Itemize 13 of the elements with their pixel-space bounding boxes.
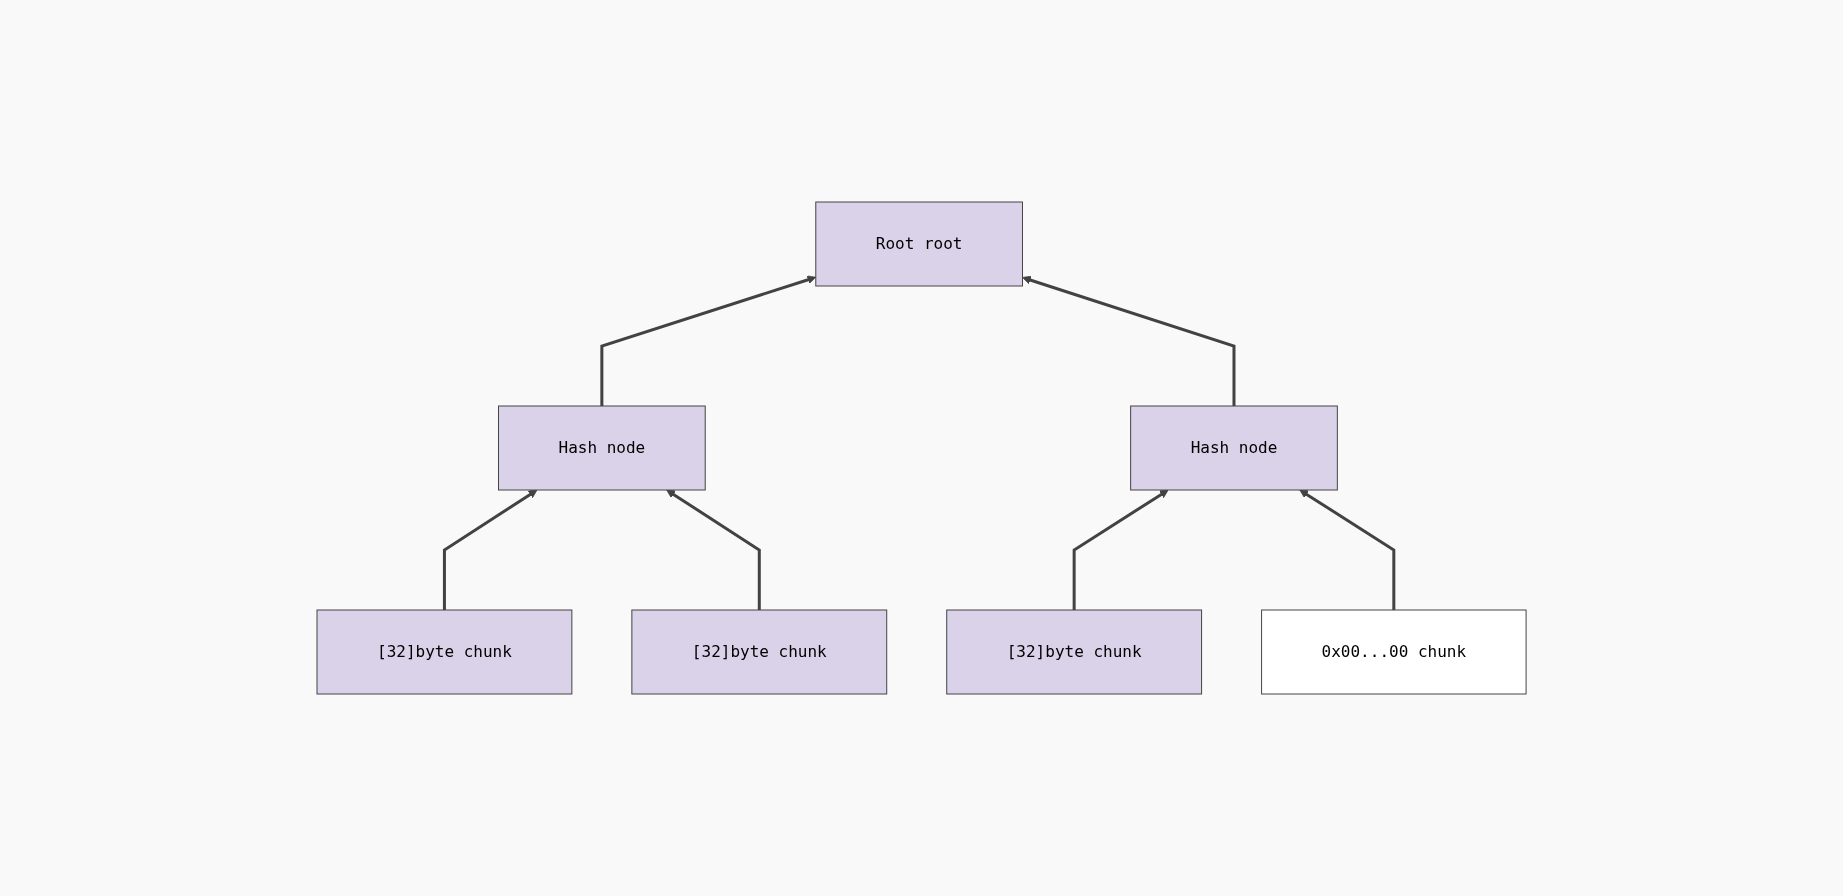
- arrow: [600, 275, 817, 406]
- node-box: [32]byte chunk: [631, 609, 888, 695]
- arrow: [442, 489, 538, 610]
- node-box: 0x00...00 chunk: [1261, 609, 1527, 695]
- arrow: [1022, 275, 1236, 406]
- arrow: [1072, 489, 1169, 610]
- arrow: [1299, 489, 1396, 610]
- node-box: Hash node: [1130, 405, 1338, 491]
- node-box: [32]byte chunk: [946, 609, 1203, 695]
- arrow: [666, 489, 761, 610]
- node-box: Root root: [815, 201, 1023, 287]
- node-box: [32]byte chunk: [316, 609, 573, 695]
- node-box: Hash node: [497, 405, 706, 491]
